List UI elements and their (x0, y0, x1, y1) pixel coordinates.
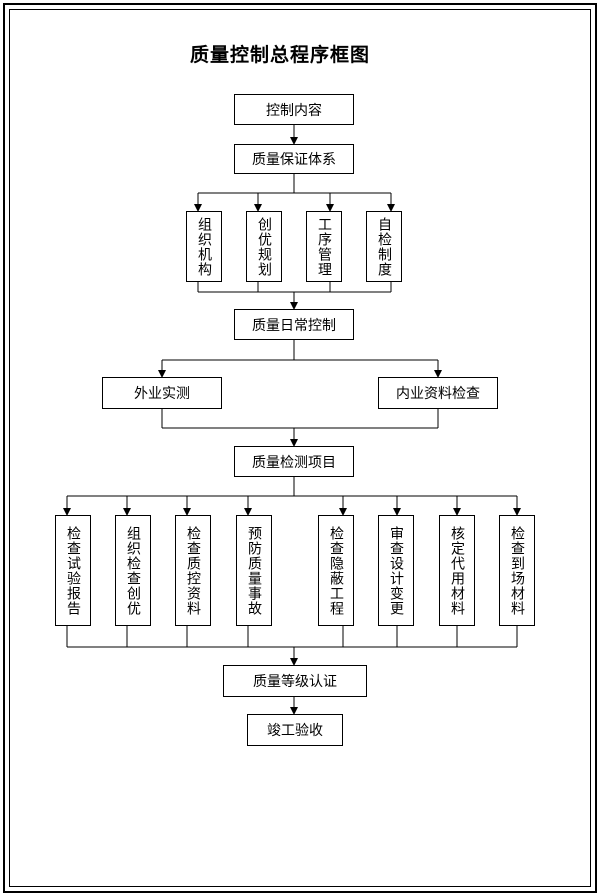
node-qc-documents: 检查质控资料 (175, 515, 211, 626)
node-test-report: 检查试验报告 (55, 515, 91, 626)
node-hidden-works: 检查隐蔽工程 (318, 515, 354, 626)
node-design-change: 审查设计变更 (378, 515, 414, 626)
node-quality-system: 质量保证体系 (234, 144, 354, 174)
node-org-check-label: 组织检查创优 (125, 525, 141, 616)
node-site-materials-label: 检查到场材料 (509, 525, 525, 616)
node-inspection-items: 质量检测项目 (234, 446, 354, 477)
node-organization: 组织机构 (186, 211, 222, 282)
node-excellence-plan: 创优规划 (246, 211, 282, 282)
outer-frame (3, 3, 597, 893)
node-qc-documents-label: 检查质控资料 (185, 525, 201, 616)
node-self-check: 自检制度 (366, 211, 402, 282)
node-site-materials: 检查到场材料 (499, 515, 535, 626)
node-substitute-materials-label: 核定代用材料 (449, 525, 465, 616)
node-prevent-accident-label: 预防质量事故 (246, 525, 262, 616)
node-grade-certification: 质量等级认证 (223, 665, 367, 697)
node-design-change-label: 审查设计变更 (388, 525, 404, 616)
node-organization-label: 组织机构 (196, 216, 212, 277)
node-daily-control: 质量日常控制 (234, 309, 354, 340)
node-org-check: 组织检查创优 (115, 515, 151, 626)
node-excellence-plan-label: 创优规划 (256, 216, 272, 277)
node-test-report-label: 检查试验报告 (65, 525, 81, 616)
node-self-check-label: 自检制度 (376, 216, 392, 277)
page-title: 质量控制总程序框图 (189, 44, 370, 66)
node-completion-acceptance: 竣工验收 (247, 714, 343, 746)
node-document-check: 内业资料检查 (378, 377, 498, 409)
node-field-survey: 外业实测 (102, 377, 222, 409)
node-hidden-works-label: 检查隐蔽工程 (328, 525, 344, 616)
inner-frame (9, 9, 591, 887)
node-process-management-label: 工序管理 (316, 216, 332, 277)
node-control-content: 控制内容 (234, 94, 354, 125)
node-substitute-materials: 核定代用材料 (439, 515, 475, 626)
node-prevent-accident: 预防质量事故 (236, 515, 272, 626)
node-process-management: 工序管理 (306, 211, 342, 282)
